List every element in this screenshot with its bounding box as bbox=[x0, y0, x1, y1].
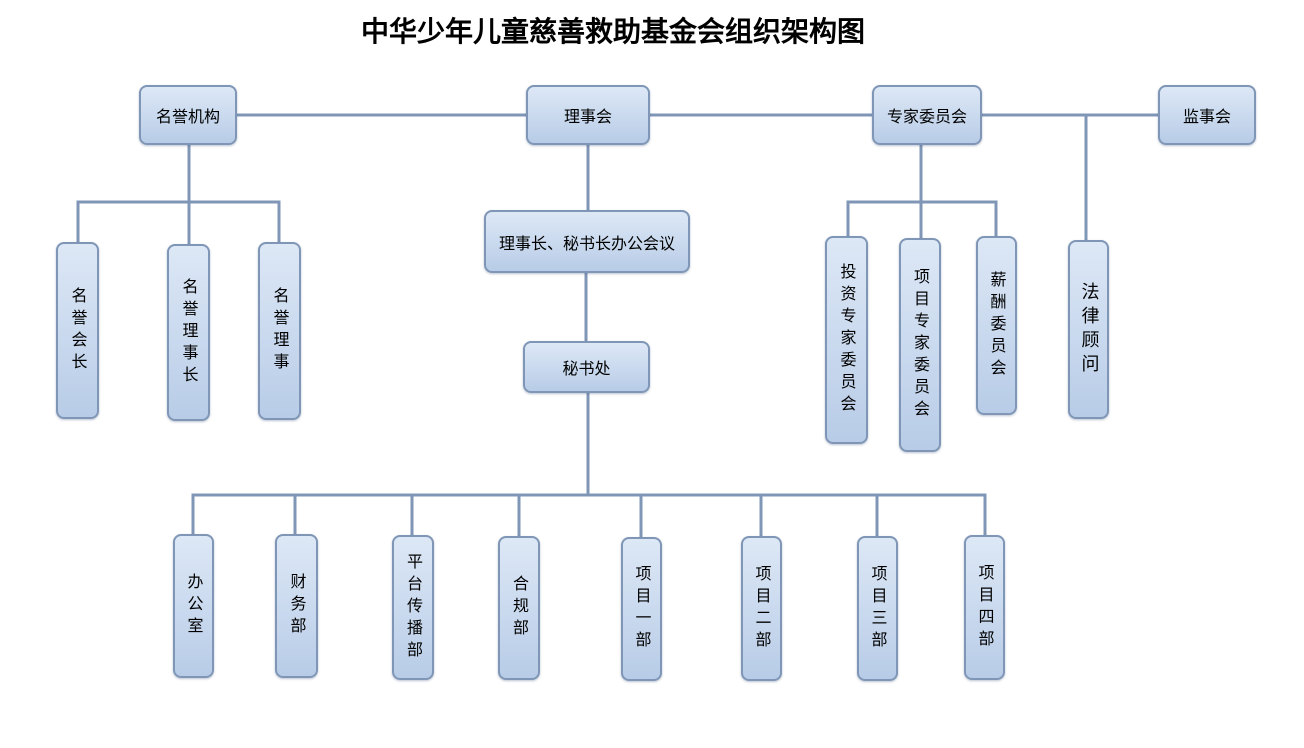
node-honor-president: 名誉会长 bbox=[56, 242, 99, 419]
node-project-dept-2: 项目二部 bbox=[741, 536, 782, 681]
node-project-committee: 项目专家委员会 bbox=[899, 238, 941, 452]
node-board-of-directors: 理事会 bbox=[526, 85, 650, 145]
node-chair-meeting: 理事长、秘书长办公会议 bbox=[484, 210, 690, 273]
node-expert-committee: 专家委员会 bbox=[872, 85, 982, 145]
node-compliance-department: 合规部 bbox=[498, 536, 540, 680]
node-project-dept-3: 项目三部 bbox=[857, 536, 898, 681]
node-honor-organization: 名誉机构 bbox=[139, 85, 237, 145]
node-finance-department: 财务部 bbox=[275, 534, 318, 678]
node-investment-committee: 投资专家委员会 bbox=[825, 236, 868, 444]
node-salary-committee: 薪酬委员会 bbox=[976, 236, 1017, 415]
node-honor-director: 名誉理事 bbox=[258, 242, 301, 420]
node-project-dept-4: 项目四部 bbox=[964, 535, 1005, 680]
node-legal-advisor: 法律顾问 bbox=[1068, 240, 1109, 419]
diagram-title: 中华少年儿童慈善救助基金会组织架构图 bbox=[360, 15, 865, 48]
node-secretariat: 秘书处 bbox=[523, 341, 650, 393]
node-platform-department: 平台传播部 bbox=[392, 535, 434, 680]
node-office: 办公室 bbox=[173, 534, 214, 678]
node-project-dept-1: 项目一部 bbox=[621, 537, 662, 681]
node-honor-chair: 名誉理事长 bbox=[167, 244, 210, 421]
node-board-of-supervisors: 监事会 bbox=[1158, 85, 1256, 145]
